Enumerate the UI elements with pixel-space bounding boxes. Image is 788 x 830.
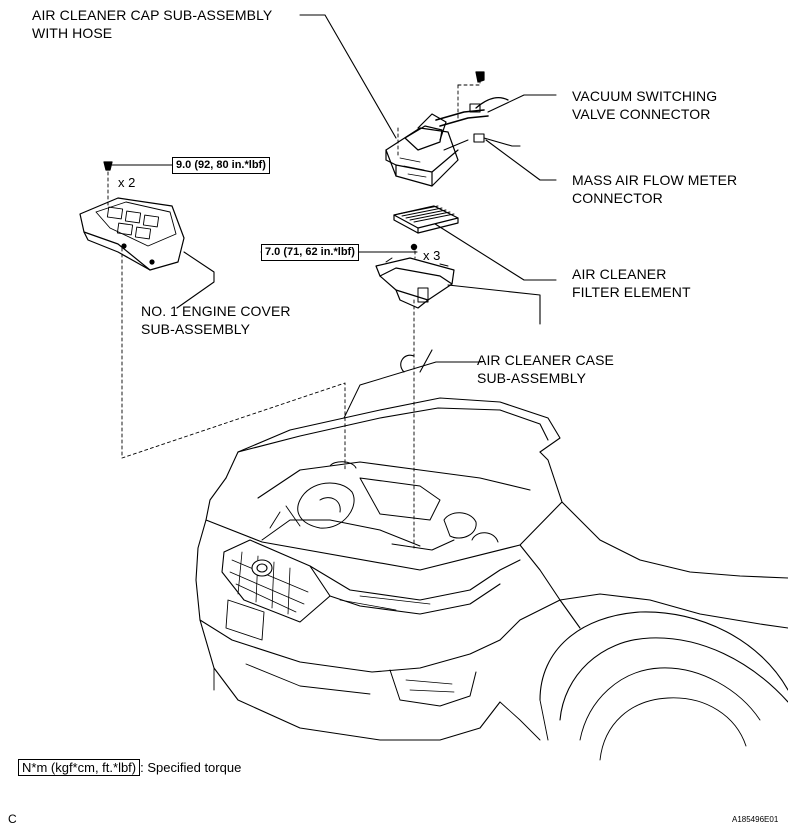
- torque-engine-cover: 9.0 (92, 80 in.*lbf): [172, 157, 270, 174]
- filter-element-label-line1: AIR CLEANER: [572, 266, 667, 282]
- corner-letter: C: [8, 812, 17, 826]
- mass-air-flow-label-line1: MASS AIR FLOW METER: [572, 172, 738, 188]
- vacuum-switching-label: VACUUM SWITCHING VALVE CONNECTOR: [572, 87, 717, 123]
- legend-unit-box: N*m (kgf*cm, ft.*lbf): [18, 759, 141, 776]
- air-cleaner-cap-label-line2: WITH HOSE: [32, 25, 113, 41]
- engine-cover-label-line1: NO. 1 ENGINE COVER: [141, 303, 291, 319]
- torque-case: 7.0 (71, 62 in.*lbf): [261, 244, 359, 261]
- filter-element-label: AIR CLEANER FILTER ELEMENT: [572, 265, 691, 301]
- filter-element-drawing: [393, 205, 459, 234]
- air-cleaner-cap-drawing: [385, 71, 521, 187]
- mass-air-flow-label-line2: CONNECTOR: [572, 190, 663, 206]
- engine-cover-drawing: [79, 161, 185, 271]
- mass-air-flow-label: MASS AIR FLOW METER CONNECTOR: [572, 171, 737, 207]
- vacuum-switching-label-line1: VACUUM SWITCHING: [572, 88, 718, 104]
- air-cleaner-cap-label-line1: AIR CLEANER CAP SUB-ASSEMBLY: [32, 7, 273, 23]
- case-label: AIR CLEANER CASE SUB-ASSEMBLY: [477, 351, 614, 387]
- engine-cover-label: NO. 1 ENGINE COVER SUB-ASSEMBLY: [141, 302, 291, 338]
- quantity-engine-cover: x 2: [118, 175, 136, 190]
- figure-id: A185496E01: [732, 815, 779, 824]
- quantity-case: x 3: [423, 248, 441, 263]
- air-cleaner-cap-label: AIR CLEANER CAP SUB-ASSEMBLY WITH HOSE: [32, 6, 272, 42]
- legend-text: : Specified torque: [140, 760, 242, 775]
- case-label-line2: SUB-ASSEMBLY: [477, 370, 587, 386]
- vacuum-switching-label-line2: VALVE CONNECTOR: [572, 106, 711, 122]
- torque-legend: N*m (kgf*cm, ft.*lbf): Specified torque: [18, 759, 242, 776]
- air-cleaner-case-drawing: [375, 243, 455, 309]
- filter-element-label-line2: FILTER ELEMENT: [572, 284, 691, 300]
- car-drawing: [195, 349, 788, 761]
- engine-cover-label-line2: SUB-ASSEMBLY: [141, 321, 251, 337]
- case-label-line1: AIR CLEANER CASE: [477, 352, 614, 368]
